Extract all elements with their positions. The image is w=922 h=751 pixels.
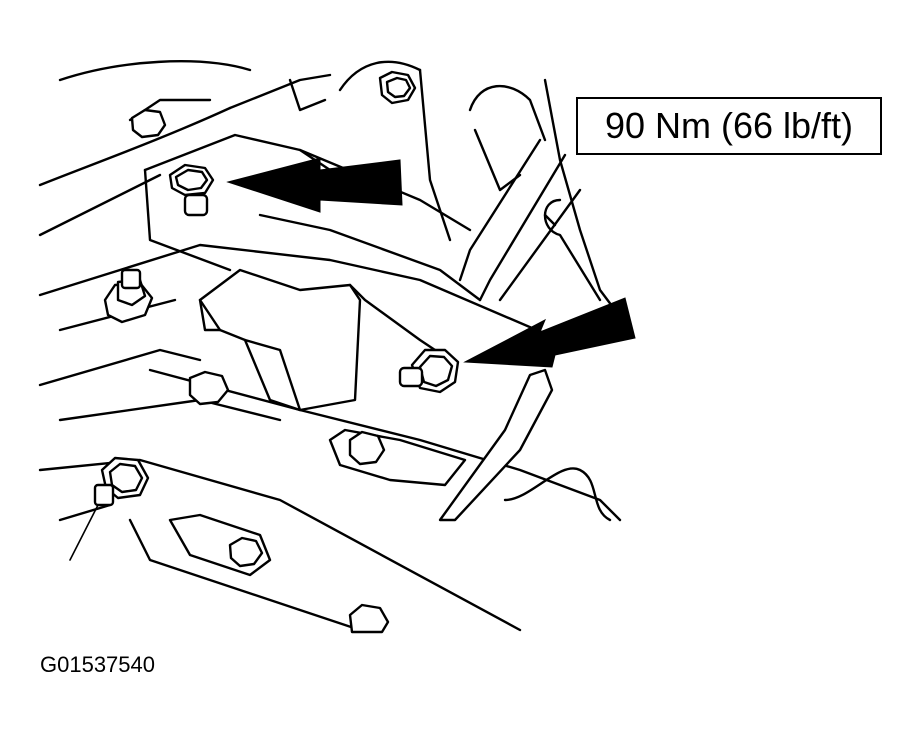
bolt-icon: [69, 456, 150, 561]
torque-spec-label: 90 Nm (66 lb/ft): [576, 97, 882, 155]
bolt-icon: [188, 370, 230, 406]
bolt-icon: [228, 536, 264, 568]
figure-id: G01537540: [40, 652, 155, 677]
mount-bracket: [198, 148, 482, 412]
curved-plate: [438, 368, 612, 522]
bolt-icon: [378, 70, 417, 105]
bolt-icon: [103, 268, 154, 324]
bolt-icon: [398, 348, 460, 394]
arrow-icon: [463, 297, 636, 368]
arrow-icon: [226, 157, 403, 213]
bolt-icon: [348, 430, 386, 466]
frame-outlines: [38, 60, 622, 632]
bolt-icon: [130, 108, 167, 139]
lower-tab: [168, 428, 467, 577]
bolt-icon: [348, 603, 390, 634]
bolt-icon: [168, 163, 215, 217]
